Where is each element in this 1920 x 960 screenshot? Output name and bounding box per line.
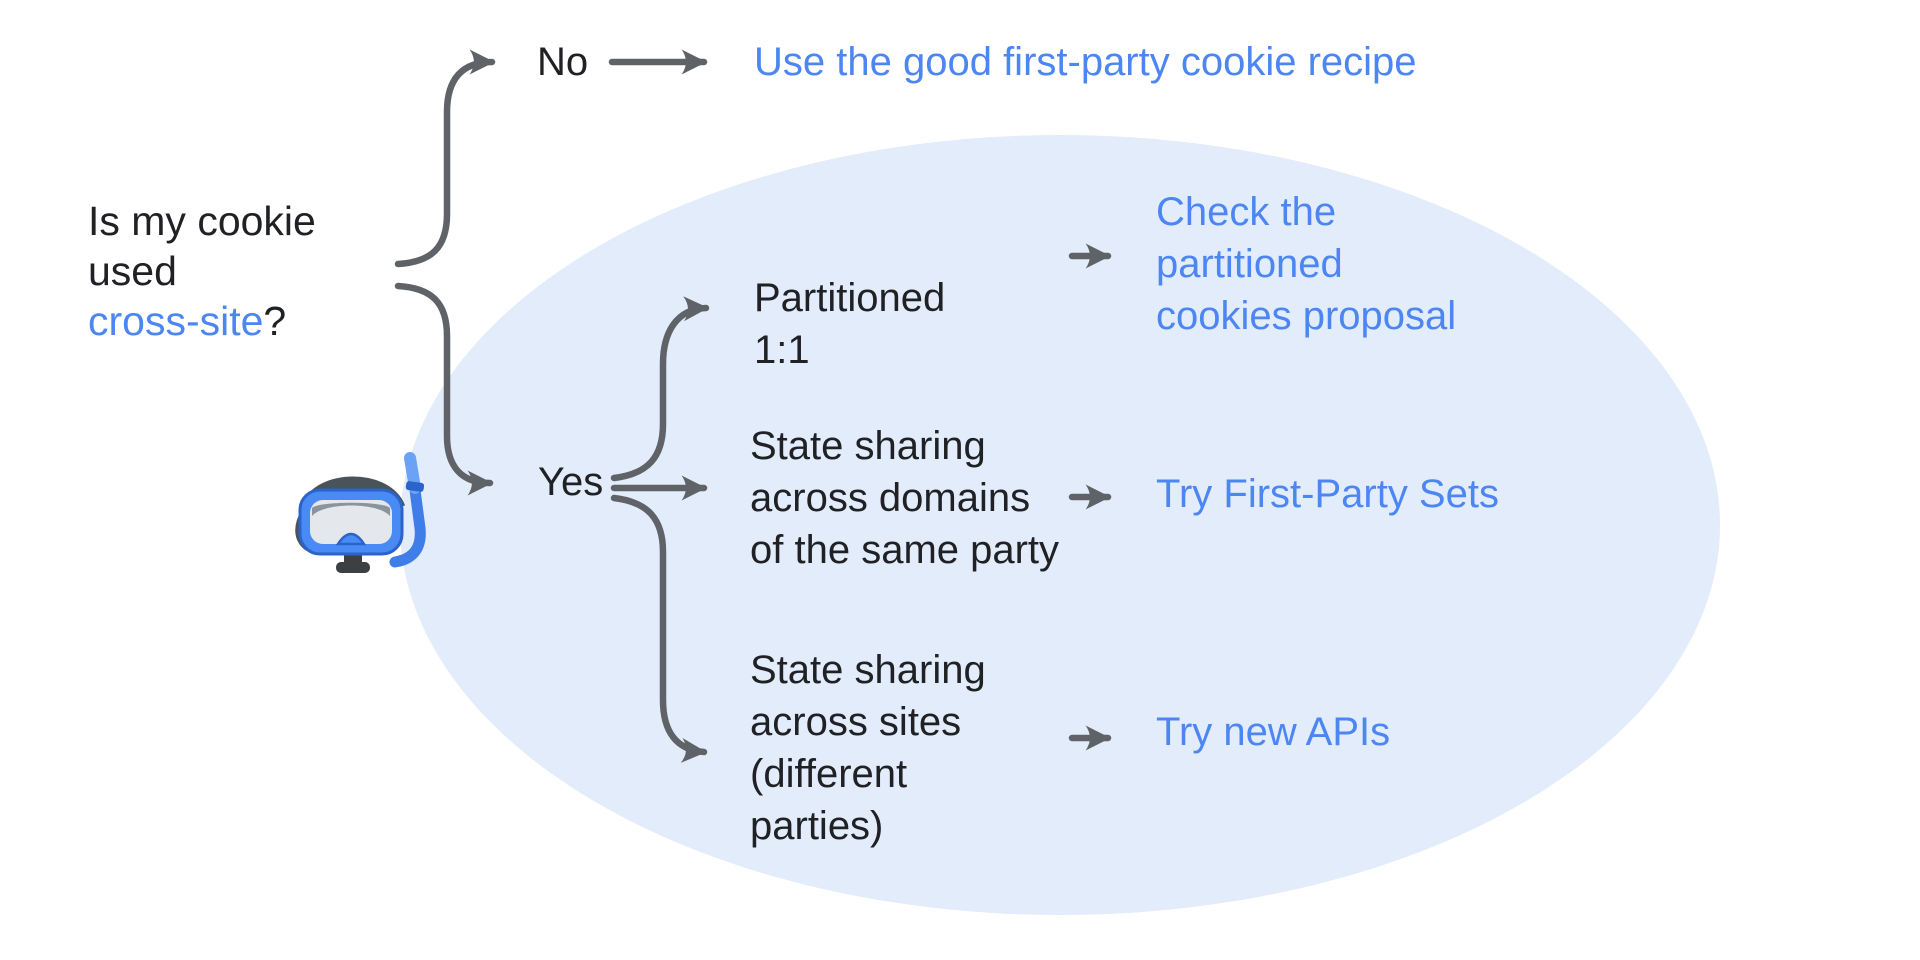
diving-mask-icon [294, 446, 432, 590]
no-answer-link[interactable]: Use the good first-party cookie recipe [754, 40, 1417, 84]
connector-yes-to-partitioned [610, 296, 710, 482]
answer-new-apis-link[interactable]: Try new APIs [1156, 710, 1391, 754]
connector-yes-to-different-parties [610, 494, 708, 763]
answer-line[interactable]: cookies proposal [1156, 294, 1457, 338]
yes-label: Yes [538, 460, 604, 504]
question-line: used [88, 248, 177, 294]
condition-same-party: State sharing across domains of the same… [750, 420, 1059, 576]
condition-line: across sites [750, 700, 962, 744]
condition-line: parties) [750, 804, 884, 848]
answer-line[interactable]: Check the [1156, 190, 1337, 234]
condition-partitioned: Partitioned 1:1 [754, 272, 945, 376]
condition-line: State sharing [750, 648, 986, 692]
yes-region-ellipse [400, 135, 1720, 915]
condition-line: Partitioned [754, 276, 946, 320]
condition-different-parties: State sharing across sites (different pa… [750, 644, 986, 852]
condition-line: 1:1 [754, 328, 810, 372]
no-label: No [537, 40, 589, 84]
answer-first-party-sets-link[interactable]: Try First-Party Sets [1156, 472, 1499, 516]
condition-line: State sharing [750, 424, 986, 468]
question-line: cross-site? [88, 296, 316, 346]
answer-partitioned-link[interactable]: Check the partitioned cookies proposal [1156, 186, 1456, 342]
condition-line: of the same party [750, 528, 1060, 572]
answer-line[interactable]: partitioned [1156, 242, 1343, 286]
connector-question-to-no [394, 49, 496, 268]
question-text: Is my cookie used cross-site? [88, 196, 316, 346]
condition-line: (different [750, 752, 908, 796]
question-line: Is my cookie [88, 198, 316, 244]
question-highlight: cross-site [88, 298, 264, 344]
condition-line: across domains [750, 476, 1031, 520]
connector-question-to-yes [394, 282, 494, 496]
question-suffix: ? [263, 298, 287, 344]
